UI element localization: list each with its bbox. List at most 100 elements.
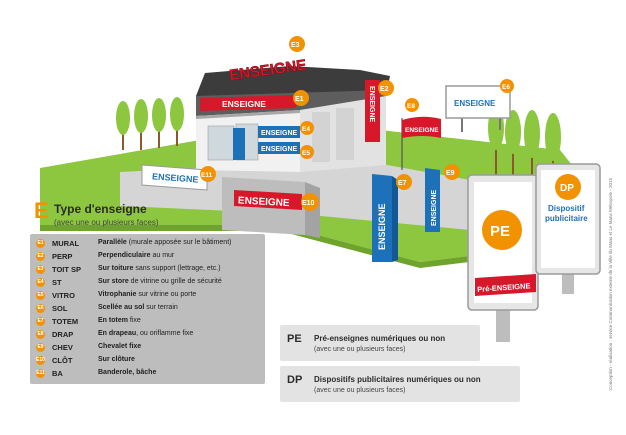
store-sign-e4: ENSEIGNE [258, 126, 300, 138]
badge-e4: E4 [300, 121, 314, 135]
dp-title: Dispositifs publicitaires numériques ou … [314, 375, 481, 384]
legend-code: VITRO [52, 291, 75, 300]
legend-badge: E10 [36, 356, 45, 365]
svg-text:E6: E6 [502, 84, 510, 91]
legend-row: E4 ST Sur store de vitrine ou grille de sé… [36, 278, 264, 289]
chevalet-text: ENSEIGNE [431, 189, 438, 226]
legend-row: E6 SOL Scellée au sol sur terrain [36, 304, 264, 315]
legend-desc-bold: En drapeau [98, 330, 137, 337]
legend-code: CLÔT [52, 356, 73, 365]
svg-text:E3: E3 [291, 42, 300, 49]
legend-desc-rest: au mur [150, 252, 175, 259]
pre-enseigne-text: Pré-ENSEIGNE [477, 281, 531, 294]
legend-desc-bold: Parallèle [98, 239, 127, 246]
legend-description: En drapeau, ou oriflamme fixe [98, 330, 193, 337]
pe-code: PE [287, 333, 302, 345]
legend-row: E7 TOTEM En totem fixe [36, 317, 264, 328]
badge-e3: E3 [289, 36, 305, 52]
totem-e7: ENSEIGNE [372, 174, 398, 262]
legend-desc-rest: fixe [127, 317, 141, 324]
ground-sign-text: ENSEIGNE [454, 99, 496, 108]
legend-code: TOTEM [52, 317, 79, 326]
wall-sign-text: ENSEIGNE [222, 99, 266, 109]
legend-desc-bold: Sur store [98, 278, 129, 285]
legend-desc-rest: (murale apposée sur le bâtiment) [126, 239, 232, 246]
legend-badge: E11 [36, 369, 45, 378]
legend-desc-bold: Sur clôture [98, 356, 135, 363]
credit-line: Conception - réalisation : service Commu… [608, 177, 613, 390]
dispositif-panel: DP Dispositif publicitaire [535, 163, 601, 294]
trees-left [116, 97, 184, 150]
legend-subtitle: (avec une ou plusieurs faces) [54, 218, 159, 227]
legend-badge: E1 [36, 239, 45, 248]
ground-sign-e6: ENSEIGNE [445, 85, 511, 132]
svg-text:E8: E8 [407, 103, 415, 110]
svg-text:E10: E10 [302, 200, 315, 207]
badge-e6: E6 [500, 79, 514, 93]
legend-description: Vitrophanie sur vitrine ou porte [98, 291, 196, 298]
badge-e7: E7 [396, 174, 412, 190]
legend-badge: E4 [36, 278, 45, 287]
legend-description: Perpendiculaire au mur [98, 252, 174, 259]
store-sign-text: ENSEIGNE [261, 130, 298, 137]
legend-badge: E5 [36, 291, 45, 300]
chevalet-e9: ENSEIGNE [425, 168, 440, 232]
legend-row: E8 DRAP En drapeau, ou oriflamme fixe [36, 330, 264, 341]
pe-circle [482, 210, 522, 250]
pe-subtitle: (avec une ou plusieurs faces) [314, 346, 406, 353]
banner-text: ENSEIGNE [152, 171, 199, 184]
legend-badge: E9 [36, 343, 45, 352]
legend-description: Scellée au sol sur terrain [98, 304, 178, 311]
legend-row: E11 BA Banderole, bâche [36, 369, 264, 380]
legend-description: Sur store de vitrine ou grille de sécuri… [98, 278, 222, 285]
svg-text:E1: E1 [295, 96, 304, 103]
legend-code: DRAP [52, 330, 74, 339]
legend-description: Chevalet fixe [98, 343, 141, 350]
legend-desc-bold: Sur toiture [98, 265, 134, 272]
pre-enseigne-panel: PE Pré-ENSEIGNE [467, 174, 539, 342]
legend-desc-rest: sans support (lettrage, etc.) [133, 265, 221, 272]
pe-title: Pré-enseignes numériques ou non [314, 334, 446, 343]
legend-code: BA [52, 369, 63, 378]
legend-code: SOL [52, 304, 68, 313]
legend-description: Banderole, bâche [98, 369, 156, 376]
legend-badge: E8 [36, 330, 45, 339]
legend-code: TOIT SP [52, 265, 82, 274]
svg-text:E11: E11 [201, 172, 213, 179]
legend-description: Parallèle (murale apposée sur le bâtimen… [98, 239, 231, 246]
pe-circle-text: PE [490, 223, 510, 240]
badge-e9: E9 [444, 164, 460, 180]
badge-e5: E5 [300, 145, 314, 159]
trees-right [488, 106, 561, 190]
legend-desc-rest: , ou oriflamme fixe [136, 330, 194, 337]
pe-info-box: PE Pré-enseignes numériques ou non (avec… [280, 325, 480, 361]
dp-line2: publicitaire [545, 214, 588, 223]
wall-sign-e1: ENSEIGNE [200, 95, 296, 111]
legend-badge: E2 [36, 252, 45, 261]
legend-row: E5 VITRO Vitrophanie sur vitrine ou porte [36, 291, 264, 302]
legend-badge: E3 [36, 265, 45, 274]
banner-e11: ENSEIGNE [141, 164, 208, 191]
badge-e10: E10 [301, 193, 319, 211]
svg-text:E5: E5 [302, 150, 310, 157]
totem-text: ENSEIGNE [377, 203, 387, 250]
legend-code: ST [52, 278, 62, 287]
legend-desc-bold: Scellée au sol [98, 304, 145, 311]
legend-desc-rest: sur vitrine ou porte [136, 291, 197, 298]
legend-heading: Type d'enseigne [54, 202, 147, 216]
fence-sign-e10: ENSEIGNE [222, 177, 320, 238]
legend-badge: E7 [36, 317, 45, 326]
legend-description: En totem fixe [98, 317, 141, 324]
dp-info-box: DP Dispositifs publicitaires numériques … [280, 366, 520, 402]
legend-desc-rest: de vitrine ou grille de sécurité [128, 278, 222, 285]
dp-line1: Dispositif [548, 204, 585, 213]
badge-e11: E11 [200, 166, 216, 182]
legend-badge: E6 [36, 304, 45, 313]
legend-description: Sur clôture [98, 356, 135, 363]
vitro-sign-text: ENSEIGNE [261, 146, 298, 153]
svg-text:E9: E9 [446, 170, 455, 177]
